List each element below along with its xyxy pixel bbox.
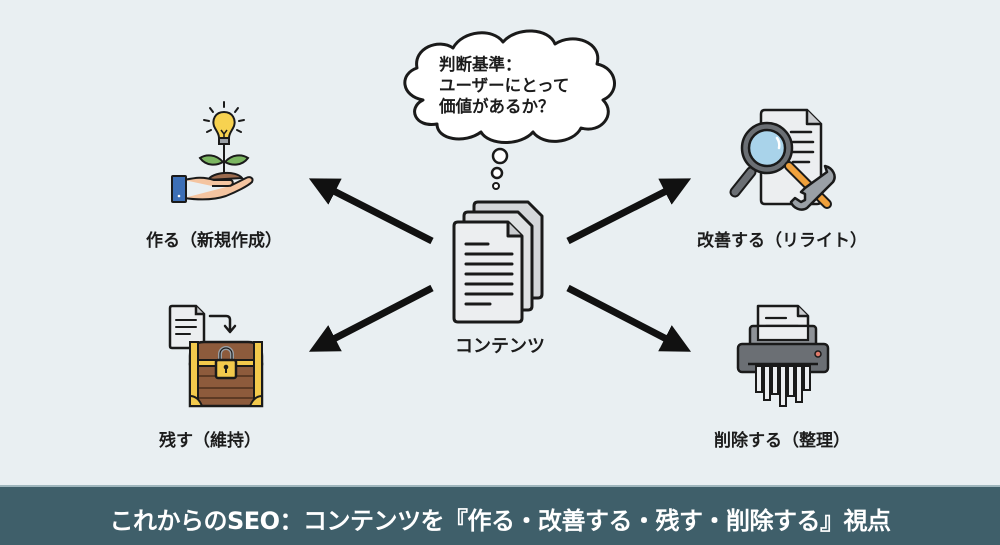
title-banner: これからのSEO：コンテンツを『作る・改善する・残す・削除する』視点 [0, 485, 1000, 545]
thought-dot-large [491, 147, 509, 165]
banner-title: これからのSEO：コンテンツを『作る・改善する・残す・削除する』視点 [109, 507, 891, 535]
document-magnifier-wrench-icon [729, 108, 836, 211]
keep-label: 残す（維持） [159, 431, 261, 451]
thought-dot-small [492, 182, 500, 190]
thought-line-3: 価値があるか？ [439, 97, 555, 116]
arrow-to-create [308, 178, 434, 245]
thought-line-2: ユーザーにとって [439, 76, 570, 95]
thought-dot-medium [490, 166, 504, 180]
hand-plant-lightbulb-icon [171, 101, 254, 203]
paper-shredder-icon [736, 304, 830, 407]
arrow-to-keep [308, 284, 434, 352]
delete-label: 削除する（整理） [714, 431, 850, 451]
arrows-layer [308, 178, 692, 352]
create-label: 作る（新規作成） [146, 231, 282, 251]
thought-text: 判断基準： ユーザーにとって 価値があるか？ [439, 54, 629, 117]
diagram-canvas: 判断基準： ユーザーにとって 価値があるか？ コンテンツ [146, 29, 867, 451]
center-label: コンテンツ [455, 336, 545, 357]
arrow-to-delete [566, 284, 692, 352]
document-to-treasure-chest-icon [168, 304, 264, 408]
thought-bubble [403, 29, 616, 190]
thought-line-1: 判断基準： [439, 55, 522, 74]
stacked-documents-icon [452, 200, 544, 324]
improve-label: 改善する（リライト） [697, 231, 867, 251]
arrow-to-improve [566, 178, 692, 245]
